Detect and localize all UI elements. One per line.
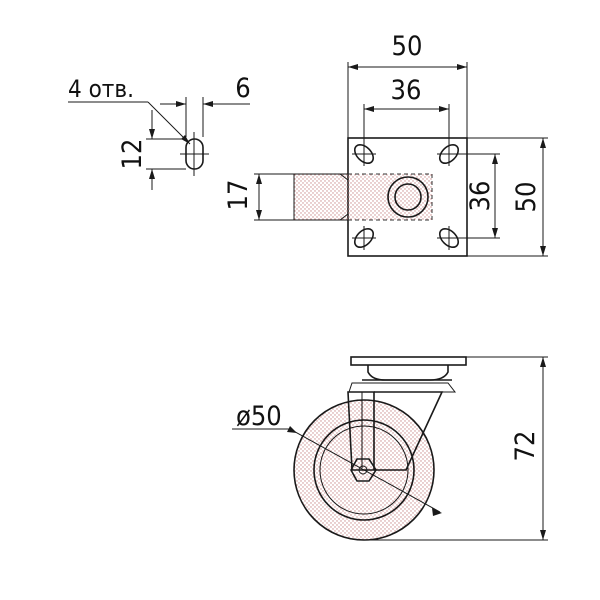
wheel-rim: [313, 419, 415, 521]
slot-detail: 6 12 4 отв.: [68, 73, 251, 190]
axle-hole: [358, 465, 368, 475]
dim-label-72: 72: [510, 431, 541, 462]
dim-label-wheel-diameter: ø50: [236, 401, 282, 432]
dim-label-6: 6: [235, 73, 250, 104]
dim-label-36-top: 36: [391, 75, 422, 106]
swivel-washer: [348, 382, 457, 393]
fork-hidden-edge: [348, 173, 433, 221]
hole-count-note: 4 отв.: [68, 75, 134, 103]
dimension-fork-width: 17: [223, 173, 296, 221]
dim-label-17: 17: [223, 180, 254, 211]
wheel-hub-ring: [319, 425, 409, 515]
dimension-plate-height-outer: 50: [467, 137, 548, 257]
dim-label-36-right: 36: [465, 181, 496, 212]
top-view: 50 36 50 36: [223, 31, 548, 257]
dimension-plate-width-outer: 50: [347, 31, 468, 138]
center-bolt-inner: [394, 183, 422, 211]
fork-hatch: [294, 174, 432, 220]
side-top-plate: [350, 356, 467, 366]
dim-label-50-right: 50: [511, 182, 542, 213]
dimension-plate-width-holes: 36: [363, 75, 450, 146]
swivel-housing: [367, 365, 449, 381]
slot-hole: [352, 226, 376, 250]
dim-label-50-top: 50: [392, 31, 423, 62]
side-view: ø50 72: [232, 356, 548, 541]
axle-nut: [350, 458, 377, 482]
fork-leg-side: [374, 391, 444, 471]
dim-label-12: 12: [117, 139, 148, 170]
center-bolt-outer: [387, 176, 429, 218]
dimension-plate-height-holes: 36: [455, 153, 500, 239]
